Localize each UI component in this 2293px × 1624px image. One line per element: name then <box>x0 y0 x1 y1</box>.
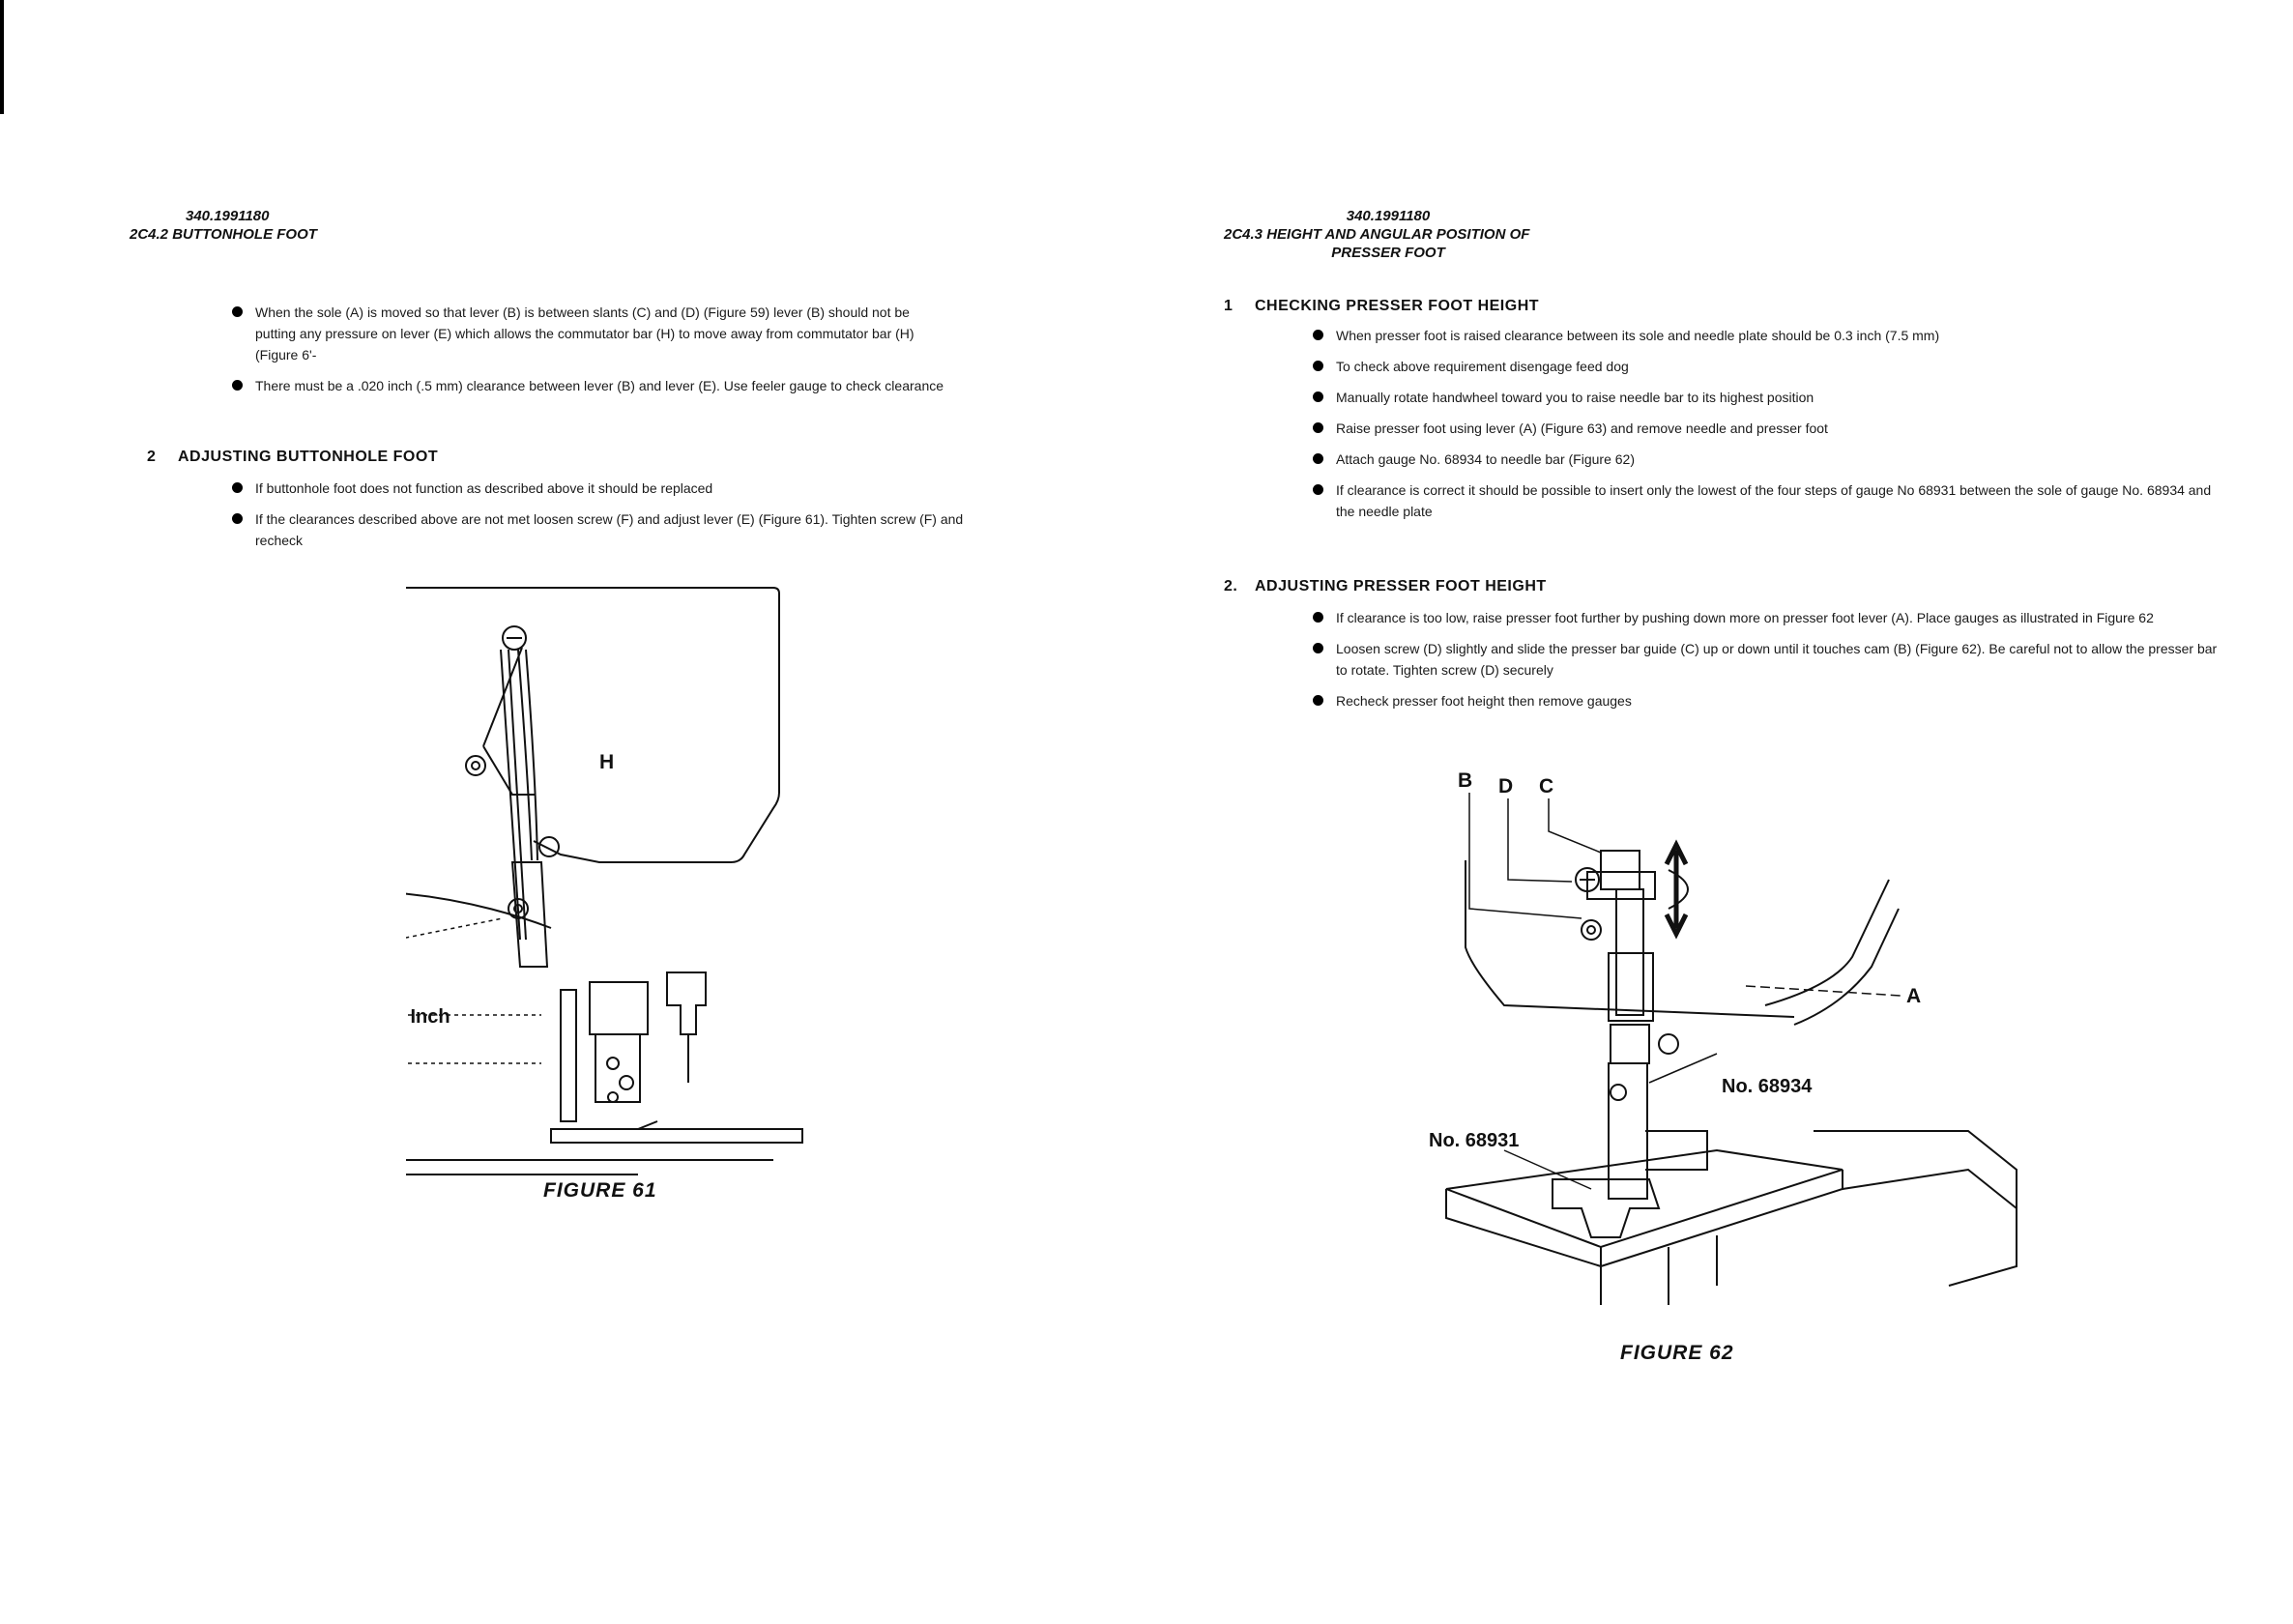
right-page: 340.1991180 2C4.3 HEIGHT AND ANGULAR POS… <box>1146 0 2293 1624</box>
section-number: 2. <box>1224 578 1238 594</box>
screw-d <box>1576 868 1599 891</box>
machine-head-outline <box>1466 860 1794 1017</box>
list-item: If buttonhole foot does not function as … <box>232 478 967 499</box>
list-item: To check above requirement disengage fee… <box>1313 356 2221 377</box>
doc-code: 340.1991180 <box>1346 208 1431 224</box>
right-page-header: 340.1991180 2C4.3 HEIGHT AND ANGULAR POS… <box>1224 207 1553 262</box>
list-item: Loosen screw (D) slightly and slide the … <box>1313 638 2221 681</box>
lever-b <box>561 990 576 1121</box>
doc-code: 340.1991180 <box>186 208 270 224</box>
section-header: 2C4.2 BUTTONHOLE FOOT <box>130 226 317 243</box>
section-heading: 2 ADJUSTING BUTTONHOLE FOOT <box>147 449 438 466</box>
machine-head-outline <box>406 588 779 862</box>
label-b: B <box>1458 769 1472 792</box>
pivot-screw <box>466 756 485 775</box>
bullet-list-adjust: If buttonhole foot does not function as … <box>232 478 967 561</box>
label-h: H <box>599 751 614 773</box>
label-a: A <box>1906 985 1921 1007</box>
link-screw <box>539 837 559 856</box>
list-item: Attach gauge No. 68934 to needle bar (Fi… <box>1313 449 2221 470</box>
bullet-list-intro: When the sole (A) is moved so that lever… <box>232 302 947 406</box>
leader-a <box>1746 986 1901 996</box>
figure-62-illustration: B D C A No. 68934 No. 68931 <box>1429 769 2162 1305</box>
label-c: C <box>1539 775 1553 798</box>
label-gauge-68934: No. 68934 <box>1722 1076 1813 1097</box>
commutator-bar <box>518 650 532 860</box>
presser-lever-a <box>1765 880 1889 1005</box>
section-number: 1 <box>1224 298 1234 314</box>
cam-b <box>1582 920 1601 940</box>
top-pivot-screw <box>503 626 526 650</box>
machine-bed <box>1814 1131 2017 1286</box>
bullet-list-adjusting: If clearance is too low, raise presser f… <box>1313 607 2221 721</box>
list-item: Raise presser foot using lever (A) (Figu… <box>1313 418 2221 439</box>
list-item: When presser foot is raised clearance be… <box>1313 325 2221 346</box>
left-page: 340.1991180 2C4.2 BUTTONHOLE FOOT When t… <box>0 0 1146 1624</box>
up-down-arrow <box>1667 845 1686 934</box>
list-item: There must be a .020 inch (.5 mm) cleara… <box>232 375 947 396</box>
lever-e <box>512 862 547 967</box>
list-item: If the clearances described above are no… <box>232 508 967 551</box>
leader-c <box>1549 798 1601 853</box>
section-heading-adjusting: 2. ADJUSTING PRESSER FOOT HEIGHT <box>1224 578 1547 595</box>
left-page-header: 340.1991180 2C4.2 BUTTONHOLE FOOT <box>130 207 381 244</box>
section-heading-checking: 1 CHECKING PRESSER FOOT HEIGHT <box>1224 298 1539 315</box>
screw-f <box>508 899 528 918</box>
figure-61-caption: FIGURE 61 <box>543 1179 657 1202</box>
needle-bar-block <box>590 982 648 1034</box>
section-header-line2: PRESSER FOOT <box>1331 245 1445 261</box>
label-clearance: .020 Inch <box>406 1006 450 1028</box>
list-item: Manually rotate handwheel toward you to … <box>1313 387 2221 408</box>
list-item: If clearance is too low, raise presser f… <box>1313 607 2221 628</box>
leader-68931 <box>1504 1150 1591 1189</box>
section-title: CHECKING PRESSER FOOT HEIGHT <box>1255 298 1540 314</box>
presser-bar <box>667 972 706 1034</box>
presser-bar-guide-c <box>1601 851 1640 889</box>
list-item: Recheck presser foot height then remove … <box>1313 690 2221 711</box>
figure-61-illustration: G H F E .020 Inch B <box>406 580 909 1179</box>
lever-h-left <box>501 650 520 940</box>
label-d: D <box>1498 775 1513 798</box>
section-number: 2 <box>147 449 157 465</box>
page-edge-mark <box>0 0 4 114</box>
figure-62-caption: FIGURE 62 <box>1620 1342 1734 1364</box>
front-cover-line <box>406 891 551 928</box>
bullet-list-checking: When presser foot is raised clearance be… <box>1313 325 2221 532</box>
leader-d <box>1508 798 1572 882</box>
section-title: ADJUSTING BUTTONHOLE FOOT <box>178 449 439 465</box>
needle-bar <box>1611 1025 1649 1063</box>
leader-68934 <box>1649 1054 1717 1083</box>
label-gauge-68931: No. 68931 <box>1429 1130 1519 1151</box>
list-item: When the sole (A) is moved so that lever… <box>232 302 947 365</box>
section-header-line1: 2C4.3 HEIGHT AND ANGULAR POSITION OF <box>1224 226 1530 243</box>
leader-b <box>1469 793 1582 918</box>
list-item: If clearance is correct it should be pos… <box>1313 479 2221 522</box>
gauge-68931 <box>1553 1179 1659 1237</box>
section-title: ADJUSTING PRESSER FOOT HEIGHT <box>1255 578 1547 594</box>
presser-foot-sole <box>551 1129 802 1143</box>
